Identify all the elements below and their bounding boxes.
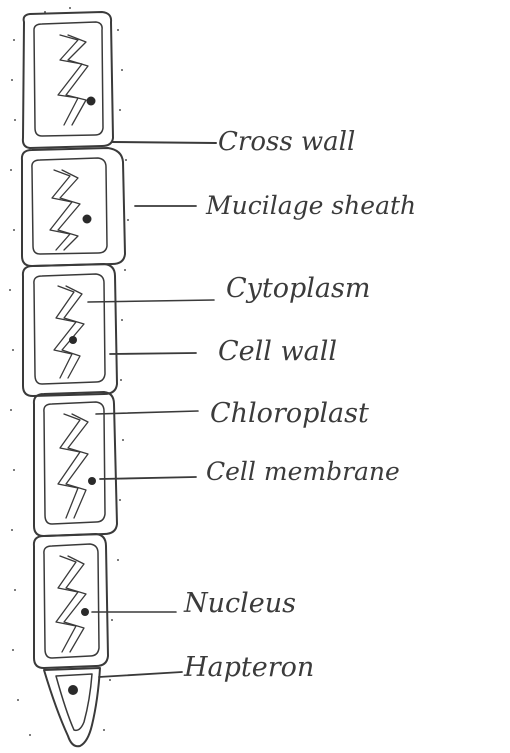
nucleus xyxy=(69,336,77,344)
hapteron-cell xyxy=(44,668,100,746)
cell-3 xyxy=(23,264,117,396)
nucleus xyxy=(68,685,78,695)
nucleus xyxy=(88,477,96,485)
chloroplast-band xyxy=(56,556,78,652)
label-cross-wall: Cross wall xyxy=(218,127,355,157)
labels: Cross wall Mucilage sheath Cytoplasm Cel… xyxy=(183,127,416,683)
label-nucleus: Nucleus xyxy=(183,588,296,619)
nucleus xyxy=(83,215,92,224)
cell-1 xyxy=(23,12,113,148)
label-cell-wall: Cell wall xyxy=(218,336,337,367)
chloroplast-band xyxy=(50,170,72,250)
label-mucilage-sheath: Mucilage sheath xyxy=(205,191,416,220)
nucleus xyxy=(87,97,96,106)
cell-5 xyxy=(34,534,108,668)
cell-2 xyxy=(22,148,125,266)
chloroplast-band xyxy=(54,286,76,378)
label-chloroplast: Chloroplast xyxy=(210,398,369,429)
label-cytoplasm: Cytoplasm xyxy=(226,273,371,304)
label-cell-membrane: Cell membrane xyxy=(206,457,400,486)
chloroplast-band xyxy=(58,414,80,518)
nucleus xyxy=(81,608,89,616)
chloroplast-band xyxy=(58,35,82,125)
label-hapteron: Hapteron xyxy=(183,652,314,683)
